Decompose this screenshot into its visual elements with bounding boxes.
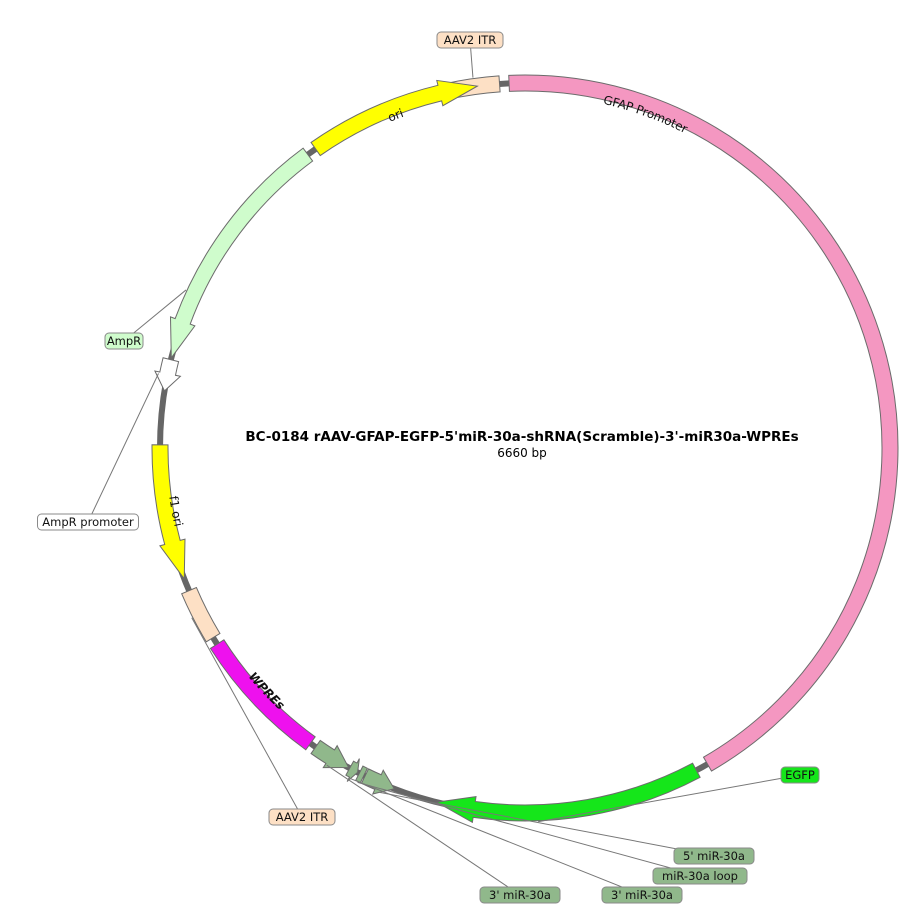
egfp-arc [435, 762, 701, 824]
feature-egfp[interactable] [435, 762, 701, 824]
f1ori-arc [151, 444, 186, 581]
ori-arc [310, 79, 479, 157]
ampr-arc [169, 147, 314, 360]
mir3b-tag-box [601, 886, 683, 904]
ampr-leader [123, 289, 187, 342]
feature-mir3b[interactable] [345, 758, 360, 782]
amprp-tag[interactable]: AmpR promoter [37, 513, 139, 531]
feature-mir3a[interactable] [310, 739, 350, 769]
mir5-arc [360, 768, 395, 795]
plasmid-length: 6660 bp [497, 446, 547, 460]
feature-mir5[interactable] [360, 768, 395, 795]
amprp-tag-box [37, 513, 139, 531]
amprp-leader [87, 373, 159, 523]
feature-wpre[interactable]: WPREs [209, 639, 316, 751]
feature-itr-bottom[interactable] [180, 586, 221, 643]
itr-bottom-arc [180, 586, 221, 643]
mirloop-leader [357, 781, 701, 877]
mirloop-tag-label: miR-30a loop [662, 869, 738, 883]
ampr-tag-box [104, 332, 144, 350]
feature-ori[interactable]: ori [310, 79, 479, 157]
itr-top-tag-box [436, 31, 504, 49]
mir3a-tag-box [479, 886, 561, 904]
mir3b-tag[interactable]: 3' miR-30a [601, 886, 683, 904]
itr-top-tag-label: AAV2 ITR [444, 33, 497, 47]
f1ori-label: f1 ori [166, 495, 185, 528]
leader-layer [87, 39, 801, 896]
ampr-tag[interactable]: AmpR [104, 332, 144, 350]
wpre-arc [209, 639, 316, 751]
gfap-arc [508, 74, 899, 772]
egfp-leader [537, 774, 801, 823]
itr-top-tag[interactable]: AAV2 ITR [436, 31, 504, 49]
amprp-arc [154, 357, 182, 392]
mir3b-arc [345, 758, 360, 782]
itr-bottom-tag-label: AAV2 ITR [276, 810, 329, 824]
mir5-tag[interactable]: 5' miR-30a [673, 847, 755, 865]
amprp-tag-label: AmpR promoter [42, 515, 134, 529]
feature-amprp[interactable] [154, 357, 182, 392]
mir5-leader [378, 791, 715, 857]
mir5-tag-box [673, 847, 755, 865]
mir3a-tag-label: 3' miR-30a [489, 888, 551, 902]
ori-label: ori [386, 106, 405, 125]
plasmid-title: BC-0184 rAAV-GFAP-EGFP-5'miR-30a-shRNA(S… [245, 429, 798, 445]
mirloop-tag-box [652, 867, 748, 885]
egfp-tag-label: EGFP [785, 768, 815, 782]
mir3a-leader [326, 764, 521, 896]
itr-bottom-leader [191, 617, 303, 818]
feature-ampr[interactable] [169, 147, 314, 360]
mirloop-tag[interactable]: miR-30a loop [652, 867, 748, 885]
ampr-tag-label: AmpR [107, 334, 141, 348]
egfp-tag-box [780, 766, 820, 784]
itr-bottom-tag[interactable]: AAV2 ITR [268, 808, 336, 826]
label-layer: AAV2 ITR EGFP 5' miR-30a miR-30a loop 3' miR… [37, 31, 820, 904]
mir3a-tag[interactable]: 3' miR-30a [479, 886, 561, 904]
feature-f1ori[interactable]: f1 ori [151, 444, 187, 581]
mir3b-tag-label: 3' miR-30a [611, 888, 673, 902]
egfp-tag[interactable]: EGFP [780, 766, 820, 784]
mir3b-leader [349, 777, 643, 896]
mir5-tag-label: 5' miR-30a [683, 849, 745, 863]
itr-bottom-tag-box [268, 808, 336, 826]
mir3a-arc [310, 739, 350, 769]
feature-gfap[interactable]: GFAP Promoter [508, 74, 899, 772]
